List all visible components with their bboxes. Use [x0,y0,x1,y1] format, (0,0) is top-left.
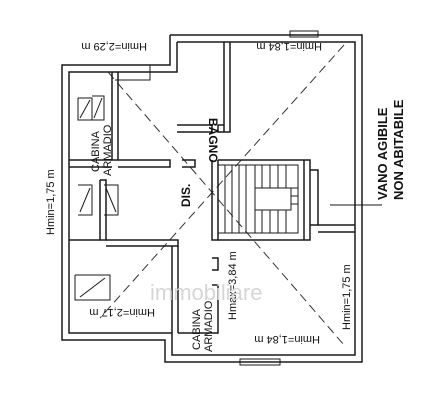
bathroom-walls [177,42,231,133]
hmax-center: Hmax=3,84 m [227,251,239,320]
staircase [211,160,299,241]
bottom-closet-label-line1: CABINA [191,308,203,350]
hmin-bottom-right: Hmin=1,84 m [254,333,320,345]
hmin-left: Hmin=1,75 m [45,169,57,235]
roof-diagonals [99,44,345,346]
top-closet-label-line2: ARMADIO [102,124,114,176]
hmin-bottom-left: Hmin=2,17 m [89,306,155,318]
bottom-closet-label-line2: ARMADIO [203,300,215,352]
right-partitions [178,159,355,334]
bottom-closet-walls [74,274,111,301]
vano-label-line2: NON ABITABILE [391,99,406,200]
corridor-label: DIS. [179,184,193,207]
hmin-top-right: Hmin=1,84 m [256,40,322,52]
hmin-right: Hmin=1,75 m [341,264,353,330]
watermark: immobiliare [150,280,262,305]
top-left-ledge [115,65,151,81]
corridor-walls [69,159,196,333]
vano-label-line1: VANO AGIBILE [375,107,390,200]
hmin-top-left: Hmin=2,29 m [81,40,147,52]
top-closet-walls [69,72,119,168]
top-closet-label-line1: CABINA [90,130,102,172]
bathroom-label: BAGNO [206,118,220,163]
